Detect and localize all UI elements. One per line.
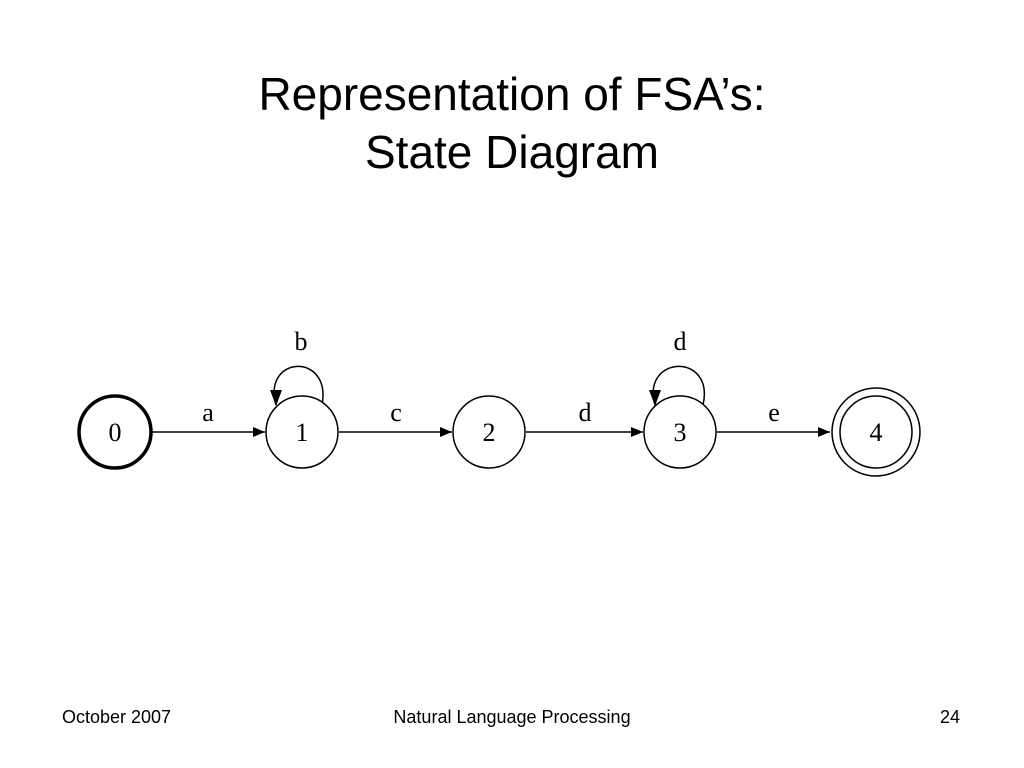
transition-label-e: e: [768, 398, 780, 427]
state-0-start: 0: [77, 394, 153, 470]
footer-course-title: Natural Language Processing: [393, 707, 631, 727]
transition-label-c: c: [390, 398, 402, 427]
footer-page-number: 24: [939, 707, 960, 727]
footer-date: October 2007: [62, 707, 172, 727]
state-label-2: 2: [483, 418, 496, 447]
state-1: 1: [265, 395, 339, 469]
slide-title: Representation of FSA’s: State Diagram: [0, 65, 1024, 181]
transition-1-1-loop: b: [270, 327, 324, 406]
transition-3-4: e: [717, 398, 830, 437]
state-4-accept: 4: [831, 387, 921, 477]
state-2: 2: [452, 395, 526, 469]
state-label-3: 3: [674, 418, 687, 447]
title-line-1: Representation of FSA’s:: [258, 67, 766, 120]
transition-1-2: c: [339, 398, 452, 437]
state-label-4: 4: [870, 418, 883, 447]
transition-label-b: b: [295, 327, 308, 356]
state-3: 3: [643, 395, 717, 469]
transition-3-3-loop: d: [649, 327, 706, 406]
title-line-2: State Diagram: [364, 125, 659, 178]
state-label-1: 1: [296, 418, 309, 447]
transition-label-a: a: [202, 398, 214, 427]
state-label-0: 0: [109, 418, 122, 447]
transition-label-d-loop: d: [674, 327, 687, 356]
transition-2-3: d: [526, 398, 643, 437]
transition-label-d: d: [579, 398, 592, 427]
transition-0-1: a: [152, 398, 265, 437]
